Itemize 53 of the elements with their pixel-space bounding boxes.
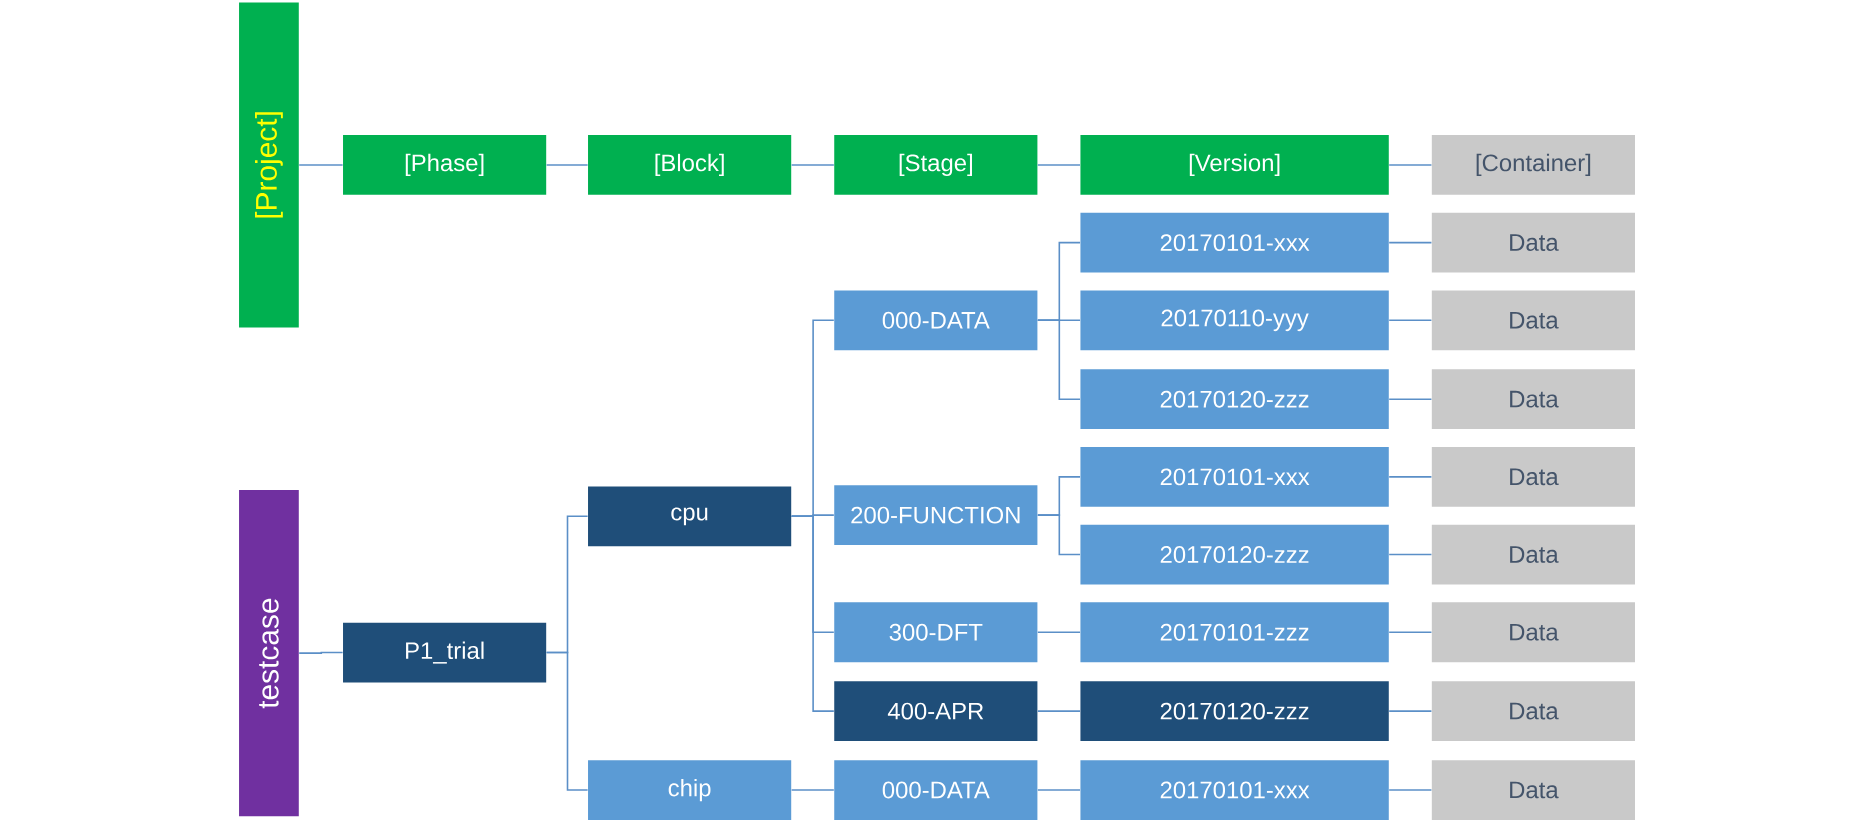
folder-box: 20170101-xxx	[1080, 447, 1389, 507]
folder-box: 20170120-zzz	[1080, 681, 1389, 742]
connector-line	[545, 164, 589, 166]
connector-line	[298, 651, 344, 655]
container-box: Data	[1431, 290, 1635, 351]
container-box: Data	[1431, 760, 1635, 820]
container-box: Data	[1431, 602, 1635, 663]
label-box: [Version]	[1080, 135, 1389, 195]
connector-line	[545, 651, 589, 791]
folder-box: 000-DATA	[834, 290, 1038, 351]
vertical-label-box: testcase	[239, 490, 299, 817]
label-box: [Stage]	[834, 135, 1038, 195]
folder-box: 20170101-zzz	[1080, 602, 1389, 663]
folder-box: 200-FUNCTION	[834, 485, 1038, 546]
connector-line	[1388, 398, 1433, 401]
connector-line	[1037, 319, 1081, 401]
connector-line	[1388, 241, 1433, 244]
connector-line	[790, 164, 835, 166]
label-box: [Block]	[588, 135, 792, 195]
connector-line	[1388, 631, 1433, 634]
container-box: Data	[1431, 447, 1635, 507]
connector-line	[1388, 164, 1433, 166]
folder-box: 000-DATA	[834, 760, 1038, 820]
connector-line	[1388, 319, 1433, 322]
folder-box: 20170120-zzz	[1080, 369, 1389, 430]
connector-line	[1388, 710, 1433, 712]
connector-line	[1037, 789, 1081, 791]
connector-line	[298, 164, 344, 166]
folder-box: 300-DFT	[834, 602, 1038, 663]
vertical-label-box: [Project]	[239, 2, 299, 328]
container-box: Data	[1431, 681, 1635, 742]
folder-box: chip	[588, 760, 792, 820]
connector-line	[1037, 631, 1081, 634]
connector-line	[1037, 710, 1081, 712]
folder-box: 20170101-xxx	[1080, 212, 1389, 273]
connector-line	[1037, 514, 1081, 556]
connector-line	[1388, 553, 1433, 556]
container-box: Data	[1431, 369, 1635, 430]
connector-line	[1037, 164, 1081, 166]
connector-line	[790, 515, 835, 712]
folder-box: 20170110-yyy	[1080, 290, 1389, 351]
folder-box: 20170120-zzz	[1080, 524, 1389, 585]
folder-box: 20170101-xxx	[1080, 760, 1389, 820]
folder-box: P1_trial	[343, 622, 547, 683]
container-box: [Container]	[1431, 135, 1635, 195]
container-box: Data	[1431, 524, 1635, 585]
folder-box: cpu	[588, 486, 792, 547]
connector-line	[1388, 789, 1433, 791]
label-box: [Phase]	[343, 135, 547, 195]
container-box: Data	[1431, 212, 1635, 273]
folder-box: 400-APR	[834, 681, 1038, 742]
connector-line	[790, 789, 835, 791]
connector-line	[1388, 476, 1433, 478]
